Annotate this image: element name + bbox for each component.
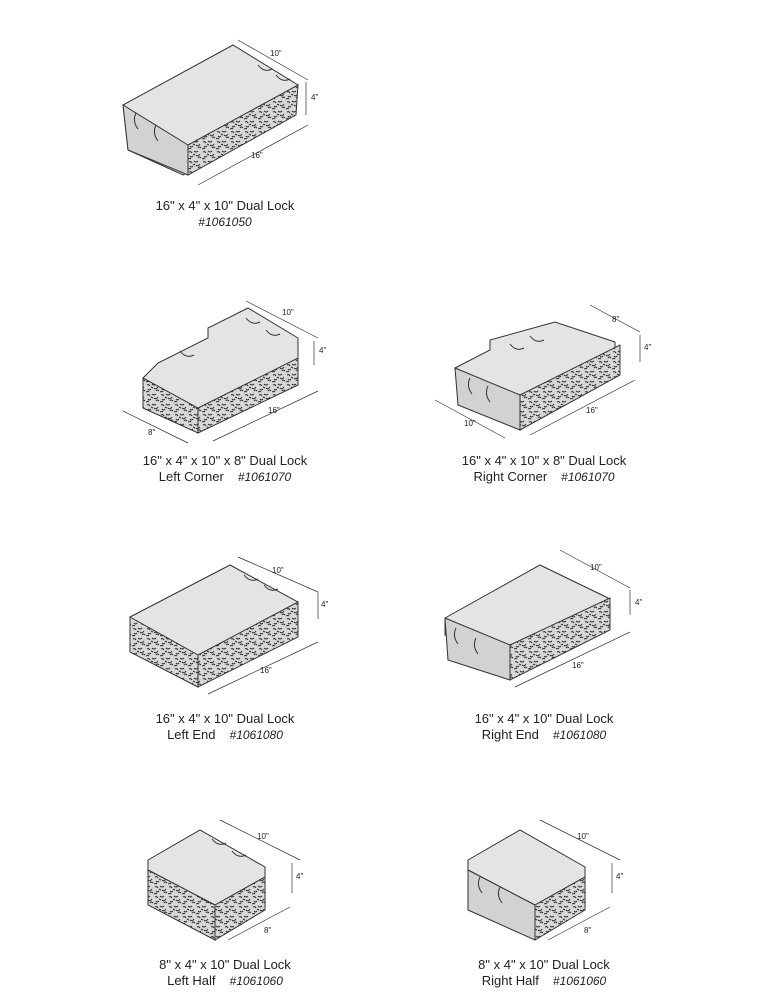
dim-end-label: 8" (148, 428, 155, 437)
dim-height-label: 4" (296, 872, 303, 881)
product-title: 16" x 4" x 10" Dual Lock (474, 711, 614, 726)
dim-width-label: 10" (577, 832, 589, 841)
product-number: #1061080 (552, 728, 607, 742)
product-subtitle: Right Corner (473, 469, 548, 484)
caption-left-corner: 16" x 4" x 10" x 8" Dual Lock Left Corne… (105, 453, 345, 485)
block-illustration: 8" 4" 16" 10" (434, 304, 651, 439)
dim-end-label: 10" (464, 419, 476, 428)
block-left-end: 10" 4" 16" (118, 556, 338, 697)
product-number: #1061070 (237, 470, 292, 484)
dim-width-label: 10" (257, 832, 269, 841)
block-illustration: 10" 4" 16" (129, 556, 328, 695)
product-subtitle: Left End (167, 727, 216, 742)
dim-width-label: 10" (272, 566, 284, 575)
dim-height-label: 4" (319, 346, 326, 355)
dim-height-label: 4" (635, 598, 642, 607)
block-dual-lock-standard: 10" 4" 16" (118, 30, 338, 190)
dim-height-label: 4" (321, 600, 328, 609)
product-title: 8" x 4" x 10" Dual Lock (159, 957, 291, 972)
product-title: 16" x 4" x 10" x 8" Dual Lock (142, 453, 308, 468)
block-left-corner: 10" 4" 16" 8" (118, 293, 338, 444)
block-left-half: 10" 4" 8" (140, 815, 320, 945)
block-illustration: 10" 4" 16" 8" (122, 300, 326, 444)
dim-width-label: 10" (590, 563, 602, 572)
product-title: 16" x 4" x 10" x 8" Dual Lock (461, 453, 627, 468)
product-number: #1061060 (552, 974, 607, 988)
dim-height-label: 4" (616, 872, 623, 881)
dim-length-label: 16" (586, 406, 598, 415)
dim-height-label: 4" (311, 93, 318, 102)
product-title: 16" x 4" x 10" Dual Lock (155, 711, 295, 726)
product-subtitle: Left Corner (158, 469, 224, 484)
caption-1061050: 16" x 4" x 10" Dual Lock #1061050 (105, 198, 345, 230)
dim-length-label: 8" (264, 926, 271, 935)
block-illustration: 10" 4" 8" (147, 819, 303, 941)
product-number: #1061050 (198, 215, 252, 229)
product-number: #1061080 (229, 728, 283, 742)
block-illustration: 10" 4" 16" (444, 549, 642, 688)
dim-length-label: 16" (251, 151, 263, 160)
block-right-end: 10" 4" 16" (430, 549, 650, 690)
block-right-corner: 8" 4" 16" 10" (430, 300, 651, 440)
dim-length-label: 8" (584, 926, 591, 935)
dim-width-label: 10" (270, 49, 282, 58)
dim-length-label: 16" (572, 661, 584, 670)
caption-right-corner: 16" x 4" x 10" x 8" Dual Lock Right Corn… (424, 453, 664, 485)
caption-right-end: 16" x 4" x 10" Dual Lock Right End #10610… (424, 711, 664, 743)
dim-width-label: 8" (612, 315, 619, 324)
caption-right-half: 8" x 4" x 10" Dual Lock Right Half #10610… (424, 957, 664, 989)
product-title: 16" x 4" x 10" Dual Lock (155, 198, 295, 213)
dim-length-label: 16" (268, 406, 280, 415)
caption-left-half: 8" x 4" x 10" Dual Lock Left Half #106106… (105, 957, 345, 989)
caption-left-end: 16" x 4" x 10" Dual Lock Left End #106108… (105, 711, 345, 743)
dim-length-label: 16" (260, 666, 272, 675)
block-illustration: 10" 4" 8" (467, 819, 623, 941)
product-subtitle: Right End (481, 727, 539, 742)
block-right-half: 10" 4" 8" (460, 815, 640, 945)
block-illustration: 10" 4" 16" (122, 39, 318, 186)
product-number: #1061070 (561, 470, 615, 484)
dim-height-label: 4" (644, 343, 651, 352)
product-subtitle: Right Half (481, 973, 539, 988)
dim-width-label: 10" (282, 308, 294, 317)
product-number: #1061060 (229, 974, 283, 988)
product-subtitle: Left Half (167, 973, 216, 988)
product-title: 8" x 4" x 10" Dual Lock (478, 957, 610, 972)
